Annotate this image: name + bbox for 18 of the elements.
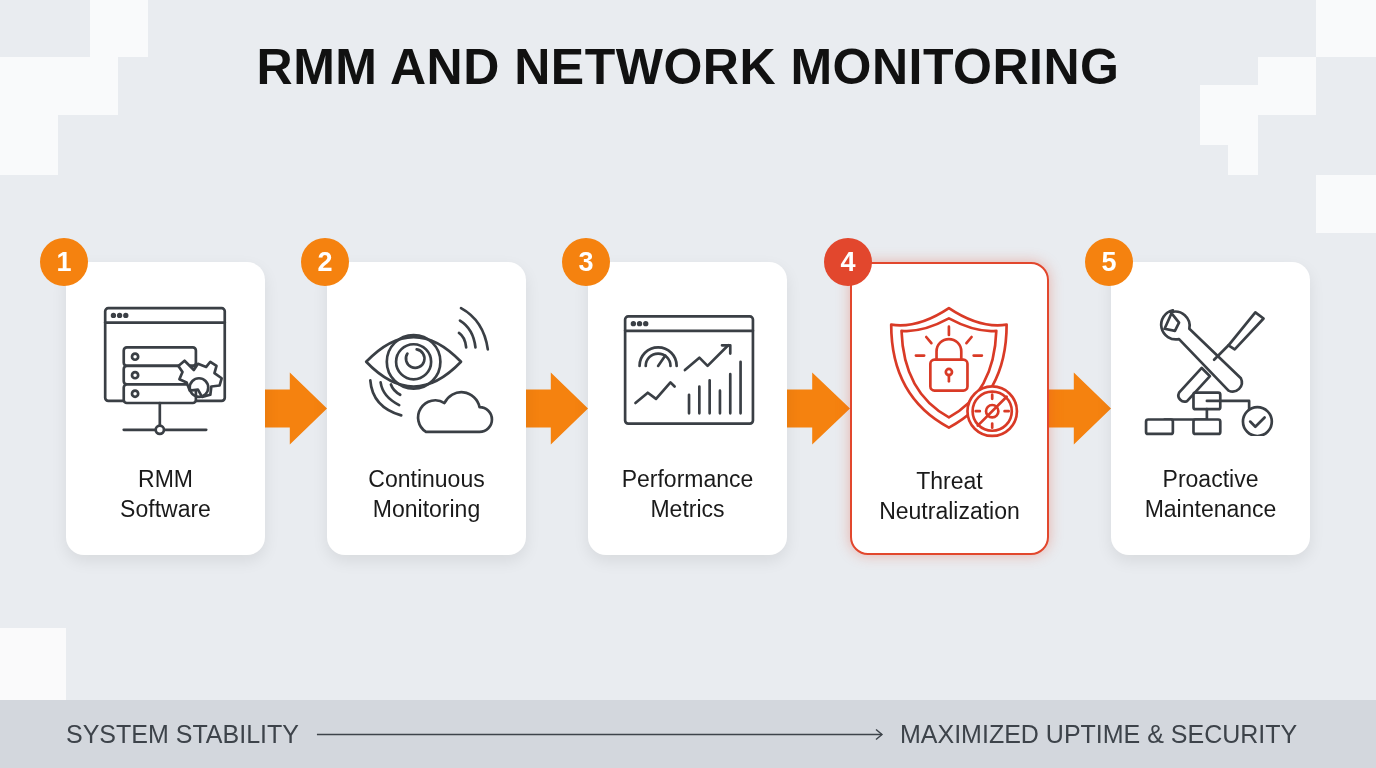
- step-label: Continuous Monitoring: [367, 465, 486, 524]
- step-number-badge: 1: [40, 238, 88, 286]
- step-number-badge: 3: [562, 238, 610, 286]
- block-arrow: [526, 372, 588, 445]
- scale-label: SYSTEM STABILITY: [66, 720, 299, 749]
- step-number-badge: 5: [1085, 238, 1133, 286]
- step-label: Threat Neutralization: [879, 467, 1020, 526]
- block-arrow: [787, 372, 850, 445]
- scale-label: MAXIMIZED UPTIME & SECURITY: [900, 720, 1298, 749]
- block-arrow: [265, 372, 327, 445]
- step-label: Proactive Maintenance: [1143, 465, 1278, 524]
- step-number-badge: 2: [301, 238, 349, 286]
- step-number-badge: 4: [824, 238, 872, 286]
- step-label: RMM Software: [119, 465, 212, 524]
- arrow: [316, 728, 883, 741]
- block-arrow: [1049, 372, 1111, 445]
- title: RMM AND NETWORK MONITORING: [255, 38, 1121, 96]
- step-label: Performance Metrics: [620, 465, 755, 524]
